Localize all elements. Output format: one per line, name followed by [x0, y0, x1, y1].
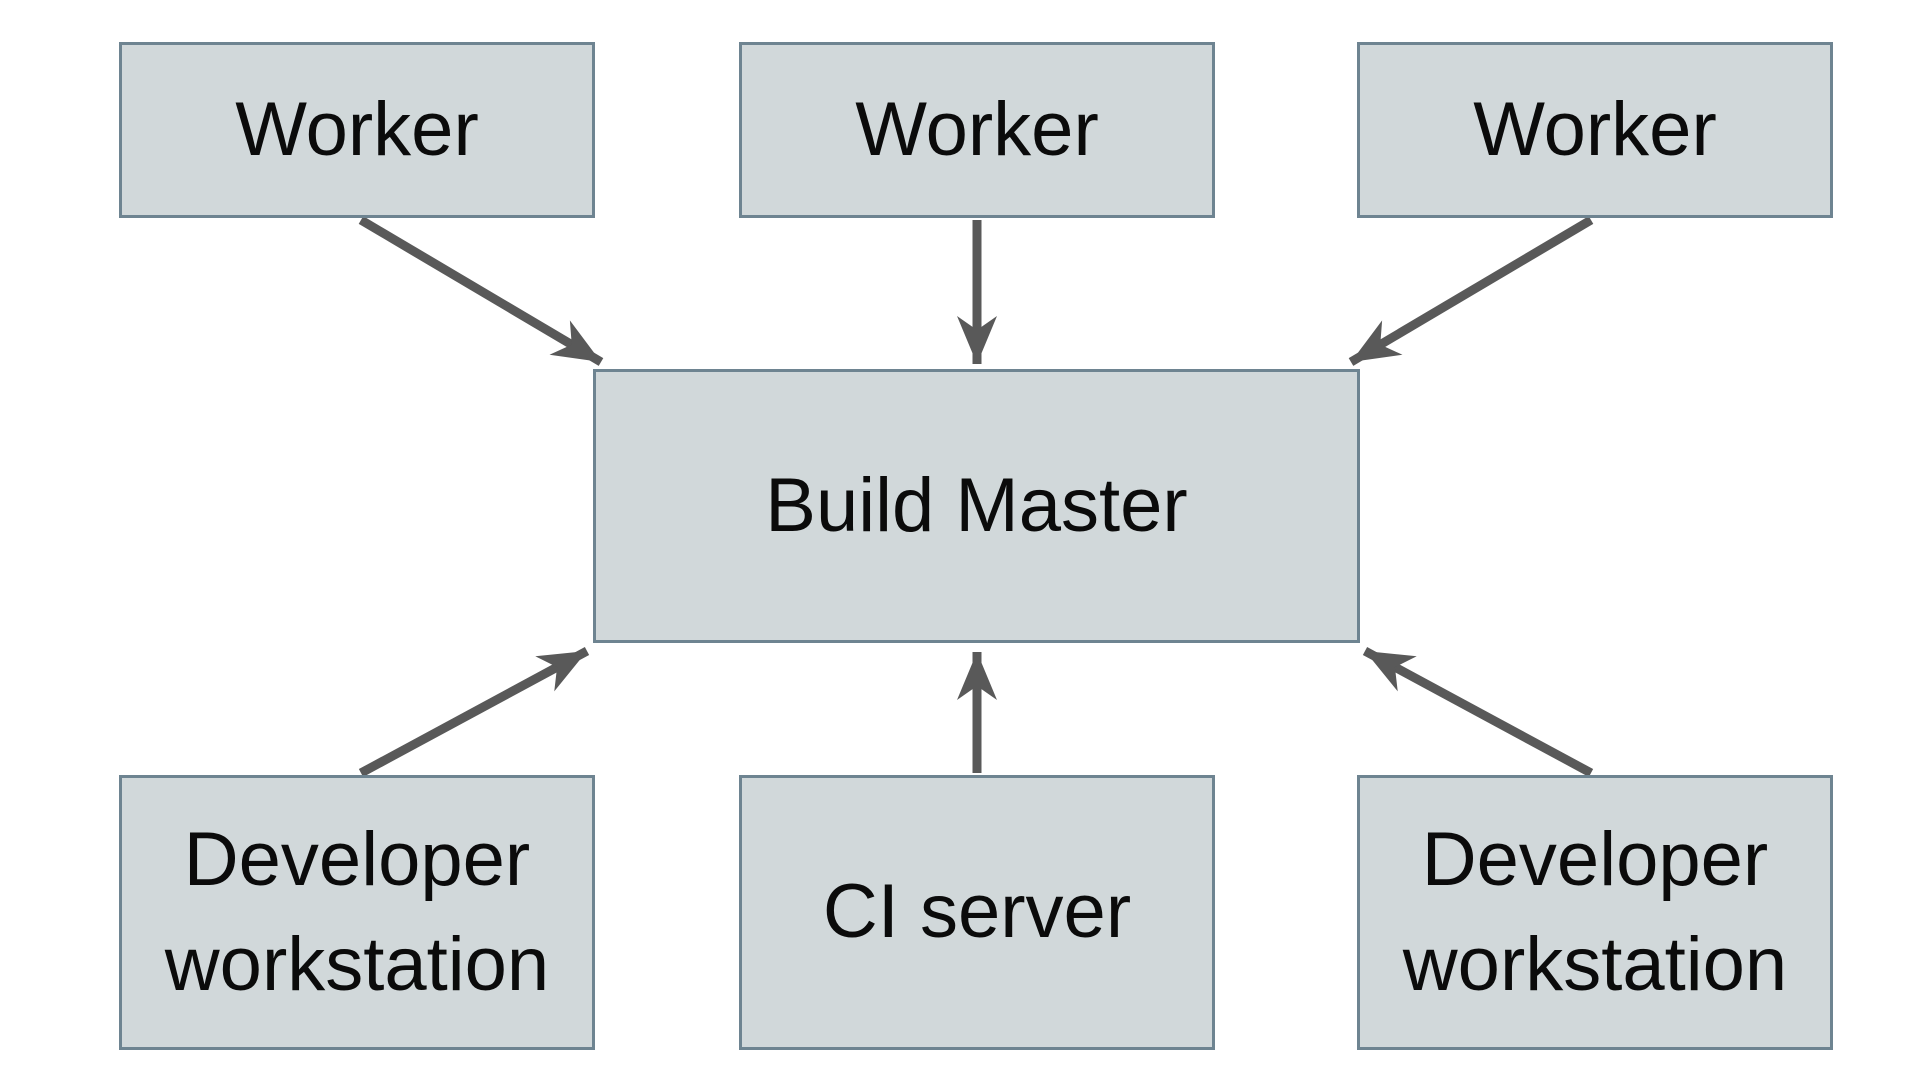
node-developer-workstation-2: Developer workstation [1357, 775, 1833, 1050]
arrow-developer-workstation-1-to-build-master [358, 647, 590, 777]
arrow-developer-workstation-2-to-build-master [1362, 647, 1594, 777]
node-label: Developer workstation [164, 816, 550, 1007]
node-label: Build Master [765, 462, 1188, 548]
node-worker-3: Worker [1357, 42, 1833, 218]
node-label: CI server [822, 869, 1132, 955]
node-worker-2: Worker [739, 42, 1215, 218]
node-developer-workstation-1: Developer workstation [119, 775, 595, 1050]
node-label: Worker [1473, 86, 1717, 172]
node-worker-1: Worker [119, 42, 595, 218]
node-label: Worker [235, 86, 479, 172]
node-build-master: Build Master [593, 369, 1360, 643]
node-label: Developer workstation [1402, 816, 1788, 1007]
arrow-worker-3-to-build-master [1348, 216, 1594, 366]
arrow-worker-1-to-build-master [358, 216, 604, 366]
node-ci-server: CI server [739, 775, 1215, 1050]
node-label: Worker [855, 86, 1099, 172]
